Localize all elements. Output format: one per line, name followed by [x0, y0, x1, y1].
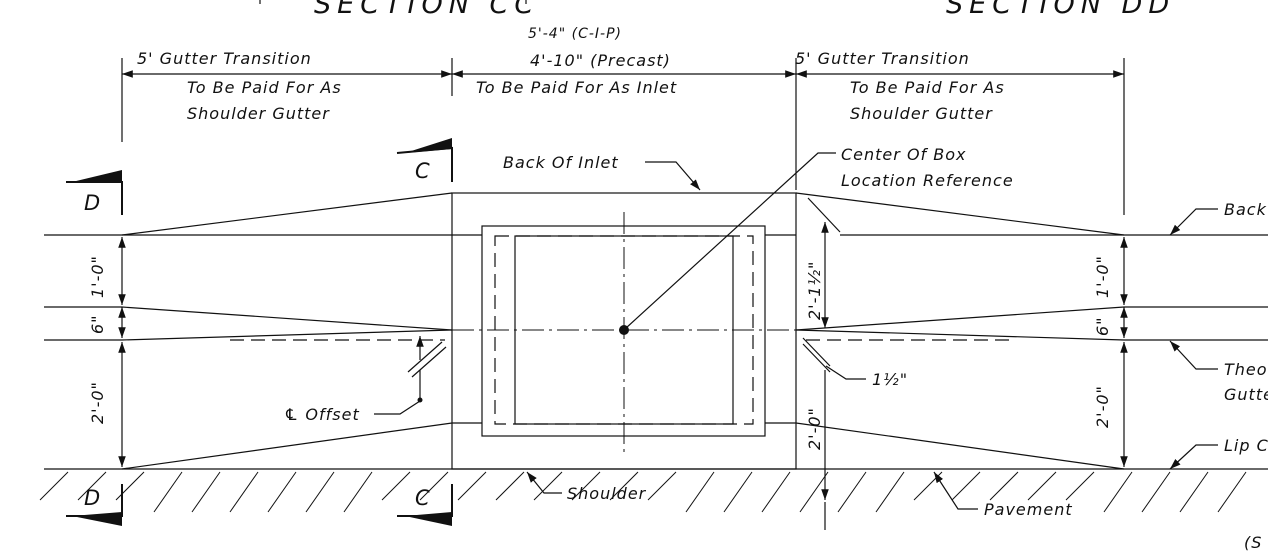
- taper-gutter-left-a: [121, 306, 453, 331]
- taper-lip-right: [795, 422, 1125, 470]
- cl-offset-slash-1: [407, 341, 443, 373]
- center-box-label-line2: Location Reference: [841, 171, 1014, 190]
- hatch-line: [305, 471, 335, 513]
- theo-callout-leader: [1169, 340, 1218, 370]
- hatch-line: [1217, 471, 1247, 513]
- hatch-line: [191, 471, 221, 513]
- center-box-label-line1: Center Of Box: [841, 145, 966, 164]
- section-c-top-arrow: [405, 138, 452, 153]
- hatch-line: [951, 471, 981, 501]
- hatch-line: [609, 471, 639, 501]
- hatch-line: [685, 471, 715, 513]
- left-paid-line2: Shoulder Gutter: [187, 104, 330, 123]
- center-box-leader: [625, 152, 836, 329]
- dim-right-2ft-label: 2'-0": [1093, 385, 1112, 428]
- hatch-line: [875, 471, 905, 513]
- pavement-leader: [933, 471, 978, 510]
- theo-callout-line1: Theo: [1224, 360, 1268, 379]
- hatch-line: [1141, 471, 1171, 513]
- hatch-line: [989, 471, 1019, 501]
- dim-mid-upper-label: 2'-1½": [805, 261, 824, 320]
- back-of-inlet-leader: [645, 161, 701, 191]
- hatch-line: [39, 471, 69, 501]
- section-dd-heading: SECTION DD: [946, 0, 1175, 20]
- hatch-line: [115, 471, 145, 501]
- dim-precast-label: 4'-10" (Precast): [530, 51, 671, 70]
- hatch-line: [1027, 471, 1057, 501]
- taper-gutter-right-a: [795, 306, 1125, 331]
- back-callout-leader: [1169, 208, 1218, 236]
- dim-mid-slash-top: [807, 197, 841, 233]
- taper-back-right: [795, 192, 1125, 236]
- hatch-line: [1103, 471, 1133, 513]
- left-transition-label: 5' Gutter Transition: [137, 49, 312, 68]
- inlet-paid-label: To Be Paid For As Inlet: [476, 78, 677, 97]
- right-transition-label: 5' Gutter Transition: [795, 49, 970, 68]
- cl-offset-leader: [374, 400, 421, 415]
- section-c-top-letter: C: [415, 159, 431, 183]
- hatch-line: [457, 471, 487, 501]
- hatch-line: [229, 471, 259, 513]
- taper-gutter-left-b: [121, 329, 453, 341]
- lip-callout-leader: [1169, 444, 1218, 470]
- right-paid-line2: Shoulder Gutter: [850, 104, 993, 123]
- hatch-line: [533, 471, 563, 501]
- taper-gutter-right-b: [795, 329, 1125, 341]
- pavement-label: Pavement: [984, 500, 1073, 519]
- section-d-bottom-letter: D: [84, 486, 101, 510]
- hatch-line: [495, 471, 525, 501]
- section-d-top-letter: D: [84, 191, 101, 215]
- dim-mid-lower-label: 2'-0": [805, 407, 824, 450]
- inlet-outer-box: [451, 192, 797, 470]
- cl-offset-slash-2: [411, 346, 447, 378]
- hatch-line: [571, 471, 601, 501]
- dim-cip-label: 5'-4" (C-I-P): [528, 26, 622, 42]
- offset-1-5in-label: 1½": [872, 370, 908, 389]
- shoulder-leader: [526, 471, 562, 494]
- back-callout-label: Back: [1224, 200, 1267, 219]
- dim-right-6in-label: 6": [1093, 316, 1112, 336]
- lip-callout-label: Lip C: [1224, 436, 1268, 455]
- offset-slash-2: [802, 343, 831, 373]
- hatch-line: [799, 471, 829, 513]
- hatch-line: [913, 471, 943, 501]
- hatch-line: [761, 471, 791, 513]
- offset-slash-1: [802, 337, 831, 367]
- back-of-inlet-label: Back Of Inlet: [503, 153, 619, 172]
- dim-left-1ft-label: 1'-0": [88, 255, 107, 298]
- taper-lip-left: [121, 422, 453, 470]
- section-c-bottom-arrow: [405, 512, 452, 526]
- hatch-line: [723, 471, 753, 513]
- offset-1-5in-leader: [825, 365, 866, 380]
- section-d-bottom-arrow: [72, 512, 122, 526]
- section-c-bottom-letter: C: [415, 486, 431, 510]
- taper-back-left: [121, 192, 453, 236]
- shoulder-label: Shoulder: [567, 484, 647, 503]
- dim-right-1ft-label: 1'-0": [1093, 255, 1112, 298]
- left-paid-line1: To Be Paid For As: [187, 78, 342, 97]
- hatch-line: [381, 471, 411, 501]
- hatch-line: [837, 471, 867, 513]
- ground-hatching: [39, 471, 1247, 513]
- hatch-line: [77, 471, 107, 501]
- hatch-line: [343, 471, 373, 513]
- dim-left-6in-label: 6": [88, 314, 107, 334]
- section-d-top-arrow: [72, 170, 122, 182]
- dim-left-2ft-label: 2'-0": [88, 381, 107, 424]
- theo-callout-line2: Gutte: [1224, 385, 1268, 404]
- hatch-line: [647, 471, 677, 501]
- hatch-line: [419, 471, 449, 501]
- section-cc-heading: SECTION CC: [314, 0, 539, 20]
- hatch-line: [267, 471, 297, 513]
- hatch-line: [153, 471, 183, 513]
- hatch-line: [1065, 471, 1095, 501]
- hatch-line: [1179, 471, 1209, 513]
- right-paid-line1: To Be Paid For As: [850, 78, 1005, 97]
- cl-offset-label: ℄ Offset: [284, 405, 360, 424]
- footnote-fragment: (S: [1244, 533, 1262, 551]
